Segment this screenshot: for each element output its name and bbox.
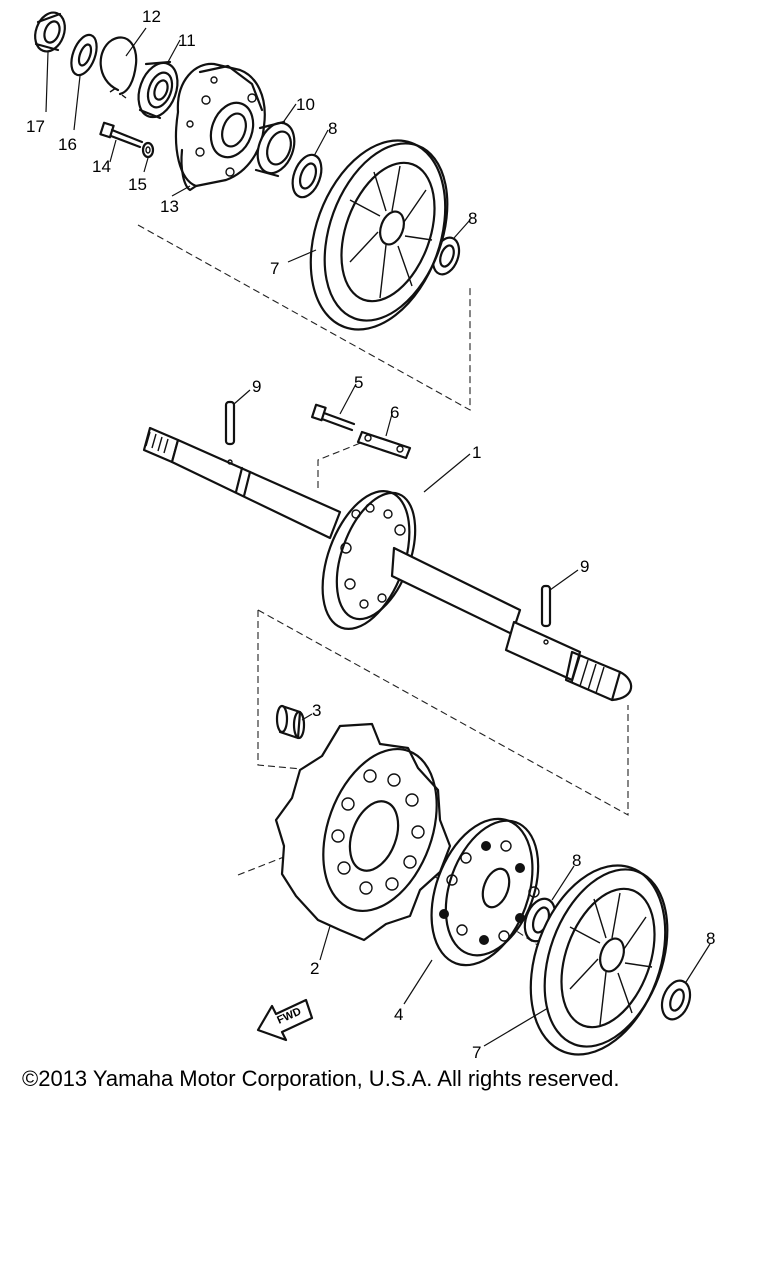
part-5-bolt [310,403,356,432]
callout-14: 14 [92,157,111,176]
part-14-bolt [99,121,144,149]
part-13-bearing-housing [174,62,266,192]
callout-5: 5 [354,373,363,392]
callout-8-a: 8 [328,119,337,138]
copyright-notice: ©2013 Yamaha Motor Corporation, U.S.A. A… [22,1066,620,1091]
callout-8-c: 8 [572,851,581,870]
part-3-collar [275,704,306,740]
callout-9-b: 9 [580,557,589,576]
part-8-spacer-upper-1 [291,153,323,199]
callout-16: 16 [58,135,77,154]
callout-17: 17 [26,117,45,136]
part-11-bearing [137,60,179,120]
part-9-pin-upper [224,400,236,465]
callout-9-a: 9 [252,377,261,396]
part-15-washer [141,141,155,159]
callout-13: 13 [160,197,179,216]
part-16-washer [70,33,98,77]
callout-8-d: 8 [706,929,715,948]
fwd-arrow-icon: FWD [256,998,314,1042]
leader-lines [45,27,711,1047]
part-6-bracket [356,430,412,460]
part-7-idler-wheel-lower [529,864,669,1056]
part-12-circlip [99,36,138,99]
callout-3: 3 [312,701,321,720]
callout-15: 15 [128,175,147,194]
part-10-oil-seal [254,120,296,178]
part-2-drive-sprocket [274,722,452,942]
part-7-idler-wheel-upper [309,139,449,331]
callout-labels: 17 16 12 11 13 14 15 10 8 7 8 9 5 6 1 9 … [26,7,715,1060]
callout-1: 1 [472,443,481,462]
callout-4: 4 [394,1005,403,1024]
callout-2: 2 [310,959,319,978]
callout-6: 6 [390,403,399,422]
part-8-spacer-lower-2 [660,979,692,1021]
callout-12: 12 [142,7,161,26]
part-9-pin-lower [540,584,552,645]
part-1-drive-axle [142,426,633,702]
part-17-nut [34,11,66,53]
part-4-wheel-hub [430,817,540,967]
callout-8-b: 8 [468,209,477,228]
exploded-parts-diagram: FWD 17 16 12 11 13 14 15 10 8 [26,7,715,1060]
callout-10: 10 [296,95,315,114]
callout-7-b: 7 [472,1043,481,1060]
callout-7-a: 7 [270,259,279,278]
callout-11: 11 [178,31,196,50]
